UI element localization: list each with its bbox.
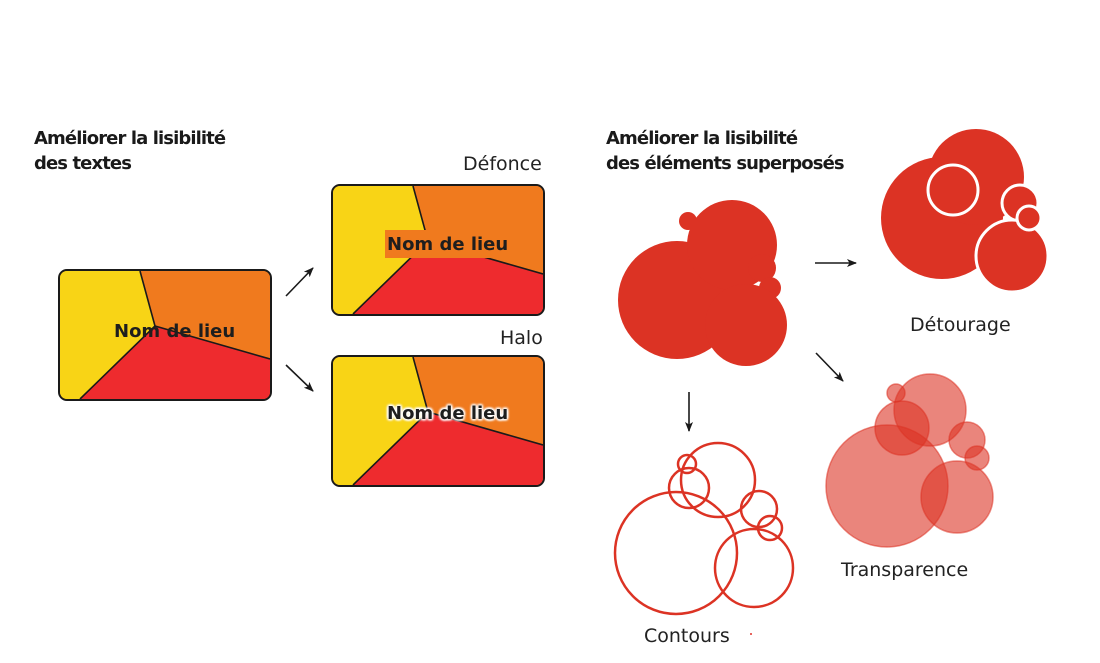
transparent-symbols bbox=[825, 373, 994, 548]
halo-map-zones bbox=[333, 357, 543, 485]
zone-border bbox=[154, 325, 270, 360]
symbol-small bbox=[939, 145, 957, 163]
knockout-patch bbox=[385, 230, 503, 258]
symbol-large bbox=[613, 490, 739, 616]
method-name-halo: Halo bbox=[500, 327, 543, 349]
method-name-contours: Contours bbox=[644, 625, 730, 647]
defonce-map-zones bbox=[333, 186, 543, 314]
contour-symbols bbox=[613, 441, 795, 616]
zone-border bbox=[427, 411, 543, 446]
base-map: Nom de lieu bbox=[58, 269, 272, 401]
symbol bbox=[1015, 204, 1043, 232]
symbol bbox=[964, 445, 990, 471]
map-halo: Nom de lieu bbox=[331, 355, 545, 487]
source-symbols bbox=[618, 200, 787, 366]
place-label-halo: Nom de lieu bbox=[387, 403, 509, 424]
left-heading-line-1: Améliorer la lisibilité bbox=[34, 128, 226, 149]
right-heading-line-1: Améliorer la lisibilité bbox=[606, 128, 798, 149]
method-name-transparence: Transparence bbox=[841, 559, 969, 581]
symbol bbox=[926, 163, 980, 217]
yellow-zone bbox=[60, 271, 155, 399]
arrow-to-halo bbox=[285, 364, 314, 392]
stray-dot bbox=[750, 633, 752, 635]
method-name-detourage: Détourage bbox=[910, 314, 1011, 336]
symbol bbox=[705, 284, 787, 366]
symbol bbox=[756, 514, 784, 542]
arrow-to-transparence bbox=[815, 352, 844, 382]
method-name-defonce: Défonce bbox=[463, 153, 542, 175]
left-section-heading: Améliorer la lisibilité des textes bbox=[34, 126, 226, 176]
symbol bbox=[874, 400, 930, 456]
place-label-plain: Nom de lieu bbox=[114, 321, 236, 342]
map-defonce: Nom de lieu bbox=[331, 184, 545, 316]
symbol-small bbox=[679, 212, 697, 230]
right-heading-line-2: des éléments superposés bbox=[606, 153, 845, 174]
symbol-small bbox=[676, 453, 698, 475]
symbol bbox=[974, 218, 1050, 294]
symbol bbox=[713, 527, 795, 609]
yellow-zone bbox=[333, 357, 428, 485]
orange-zone bbox=[413, 357, 543, 445]
base-map-zones bbox=[60, 271, 270, 399]
symbol bbox=[667, 466, 711, 510]
left-heading-line-2: des textes bbox=[34, 153, 132, 174]
red-zone bbox=[353, 241, 543, 314]
arrow-to-defonce bbox=[285, 267, 314, 297]
yellow-zone bbox=[333, 186, 428, 314]
red-zone bbox=[353, 412, 543, 485]
right-section-heading: Améliorer la lisibilité des éléments sup… bbox=[606, 126, 845, 176]
symbol bbox=[748, 254, 776, 282]
place-label-defonce: Nom de lieu bbox=[387, 234, 509, 255]
detourage-symbols bbox=[881, 129, 1050, 294]
orange-zone bbox=[140, 271, 270, 359]
symbol-small bbox=[886, 383, 906, 403]
symbol bbox=[679, 441, 757, 519]
red-zone bbox=[80, 326, 270, 399]
symbol bbox=[920, 460, 994, 534]
